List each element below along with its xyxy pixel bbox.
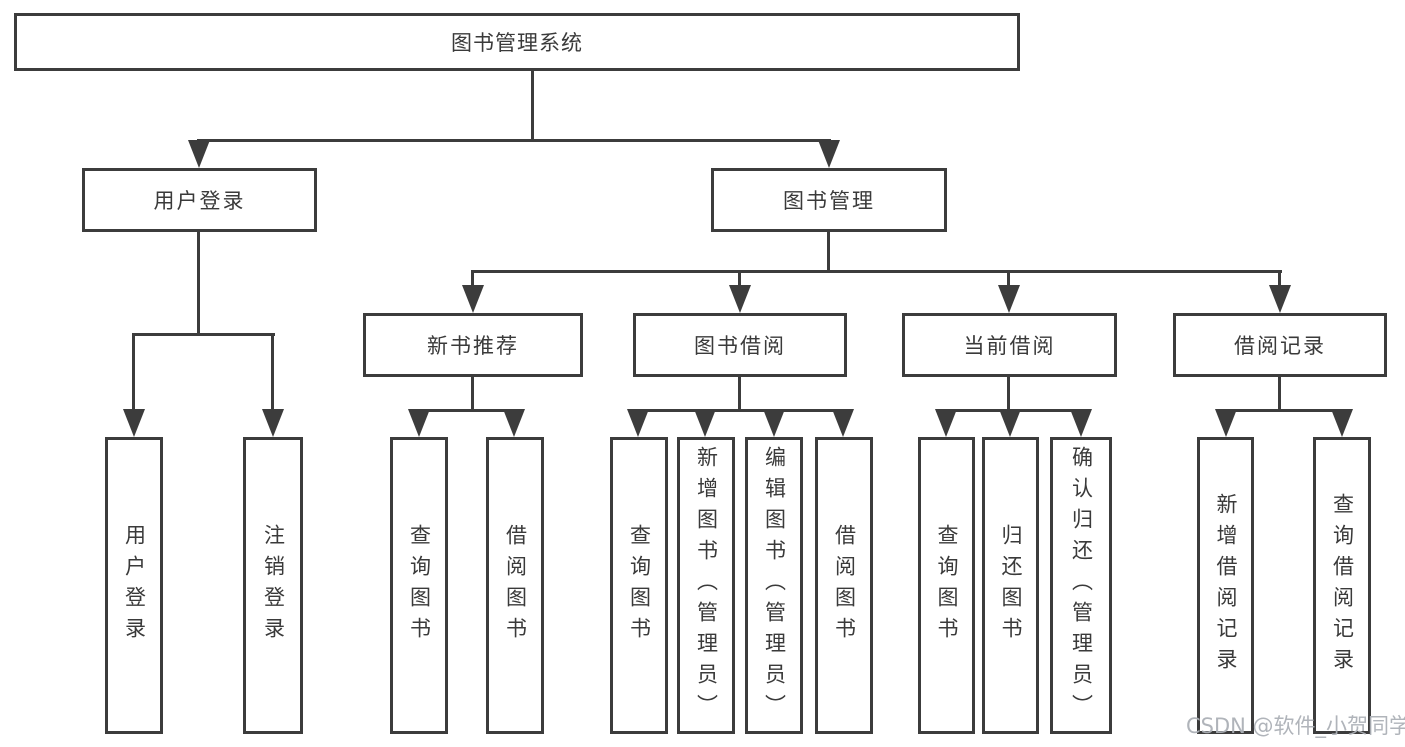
arrow-down-icon [262,409,284,437]
connector-line [132,333,135,413]
connector-line [738,270,741,290]
connector-line [271,333,274,413]
arrow-down-icon [188,140,210,168]
arrow-down-icon [763,409,785,437]
connector-line [738,377,741,411]
leaf-borrow-books-recommend: 借阅图书 [486,437,544,734]
connector-line [1007,377,1010,411]
csdn-watermark: CSDN @软件_小贺同学 [1186,714,1405,738]
connector-line [1278,377,1281,411]
arrow-down-icon [999,409,1021,437]
node-root-library-system: 图书管理系统 [14,13,1020,71]
arrow-down-icon [123,409,145,437]
leaf-query-borrow-record: 查询借阅记录 [1313,437,1371,734]
arrow-down-icon [627,409,649,437]
connector-line [471,377,474,411]
leaf-edit-book-admin: 编辑图书（管理员） [745,437,803,734]
leaf-query-books-borrow: 查询图书 [610,437,668,734]
arrow-down-icon [1215,409,1237,437]
arrow-down-icon [1070,409,1092,437]
leaf-logout: 注销登录 [243,437,303,734]
connector-line [471,270,1282,273]
node-new-book-recommend: 新书推荐 [363,313,583,377]
arrow-down-icon [694,409,716,437]
connector-line [1007,270,1010,290]
leaf-add-borrow-record: 新增借阅记录 [1197,437,1254,734]
node-book-management: 图书管理 [711,168,947,232]
node-book-borrow: 图书借阅 [633,313,847,377]
connector-line [197,232,200,336]
node-user-login: 用户登录 [82,168,317,232]
connector-line [197,139,831,142]
node-current-borrow: 当前借阅 [902,313,1117,377]
leaf-query-books-recommend: 查询图书 [390,437,448,734]
leaf-add-book-admin: 新增图书（管理员） [677,437,735,734]
connector-line [1224,409,1344,412]
leaf-query-books-current: 查询图书 [918,437,975,734]
leaf-return-book: 归还图书 [982,437,1039,734]
node-borrow-records: 借阅记录 [1173,313,1387,377]
connector-line [471,270,474,290]
connector-line [827,232,830,272]
arrow-down-icon [935,409,957,437]
arrow-down-icon [503,409,525,437]
connector-line [132,333,275,336]
leaf-confirm-return-admin: 确认归还（管理员） [1050,437,1112,734]
connector-line [531,71,534,142]
connector-line [1278,270,1281,290]
leaf-borrow-books: 借阅图书 [815,437,873,734]
arrow-down-icon [832,409,854,437]
leaf-user-login: 用户登录 [105,437,163,734]
connector-line [636,409,844,412]
connector-line [417,409,517,412]
arrow-down-icon [1269,285,1291,313]
arrow-down-icon [408,409,430,437]
arrow-down-icon [998,285,1020,313]
arrow-down-icon [729,285,751,313]
arrow-down-icon [462,285,484,313]
arrow-down-icon [818,140,840,168]
arrow-down-icon [1331,409,1353,437]
